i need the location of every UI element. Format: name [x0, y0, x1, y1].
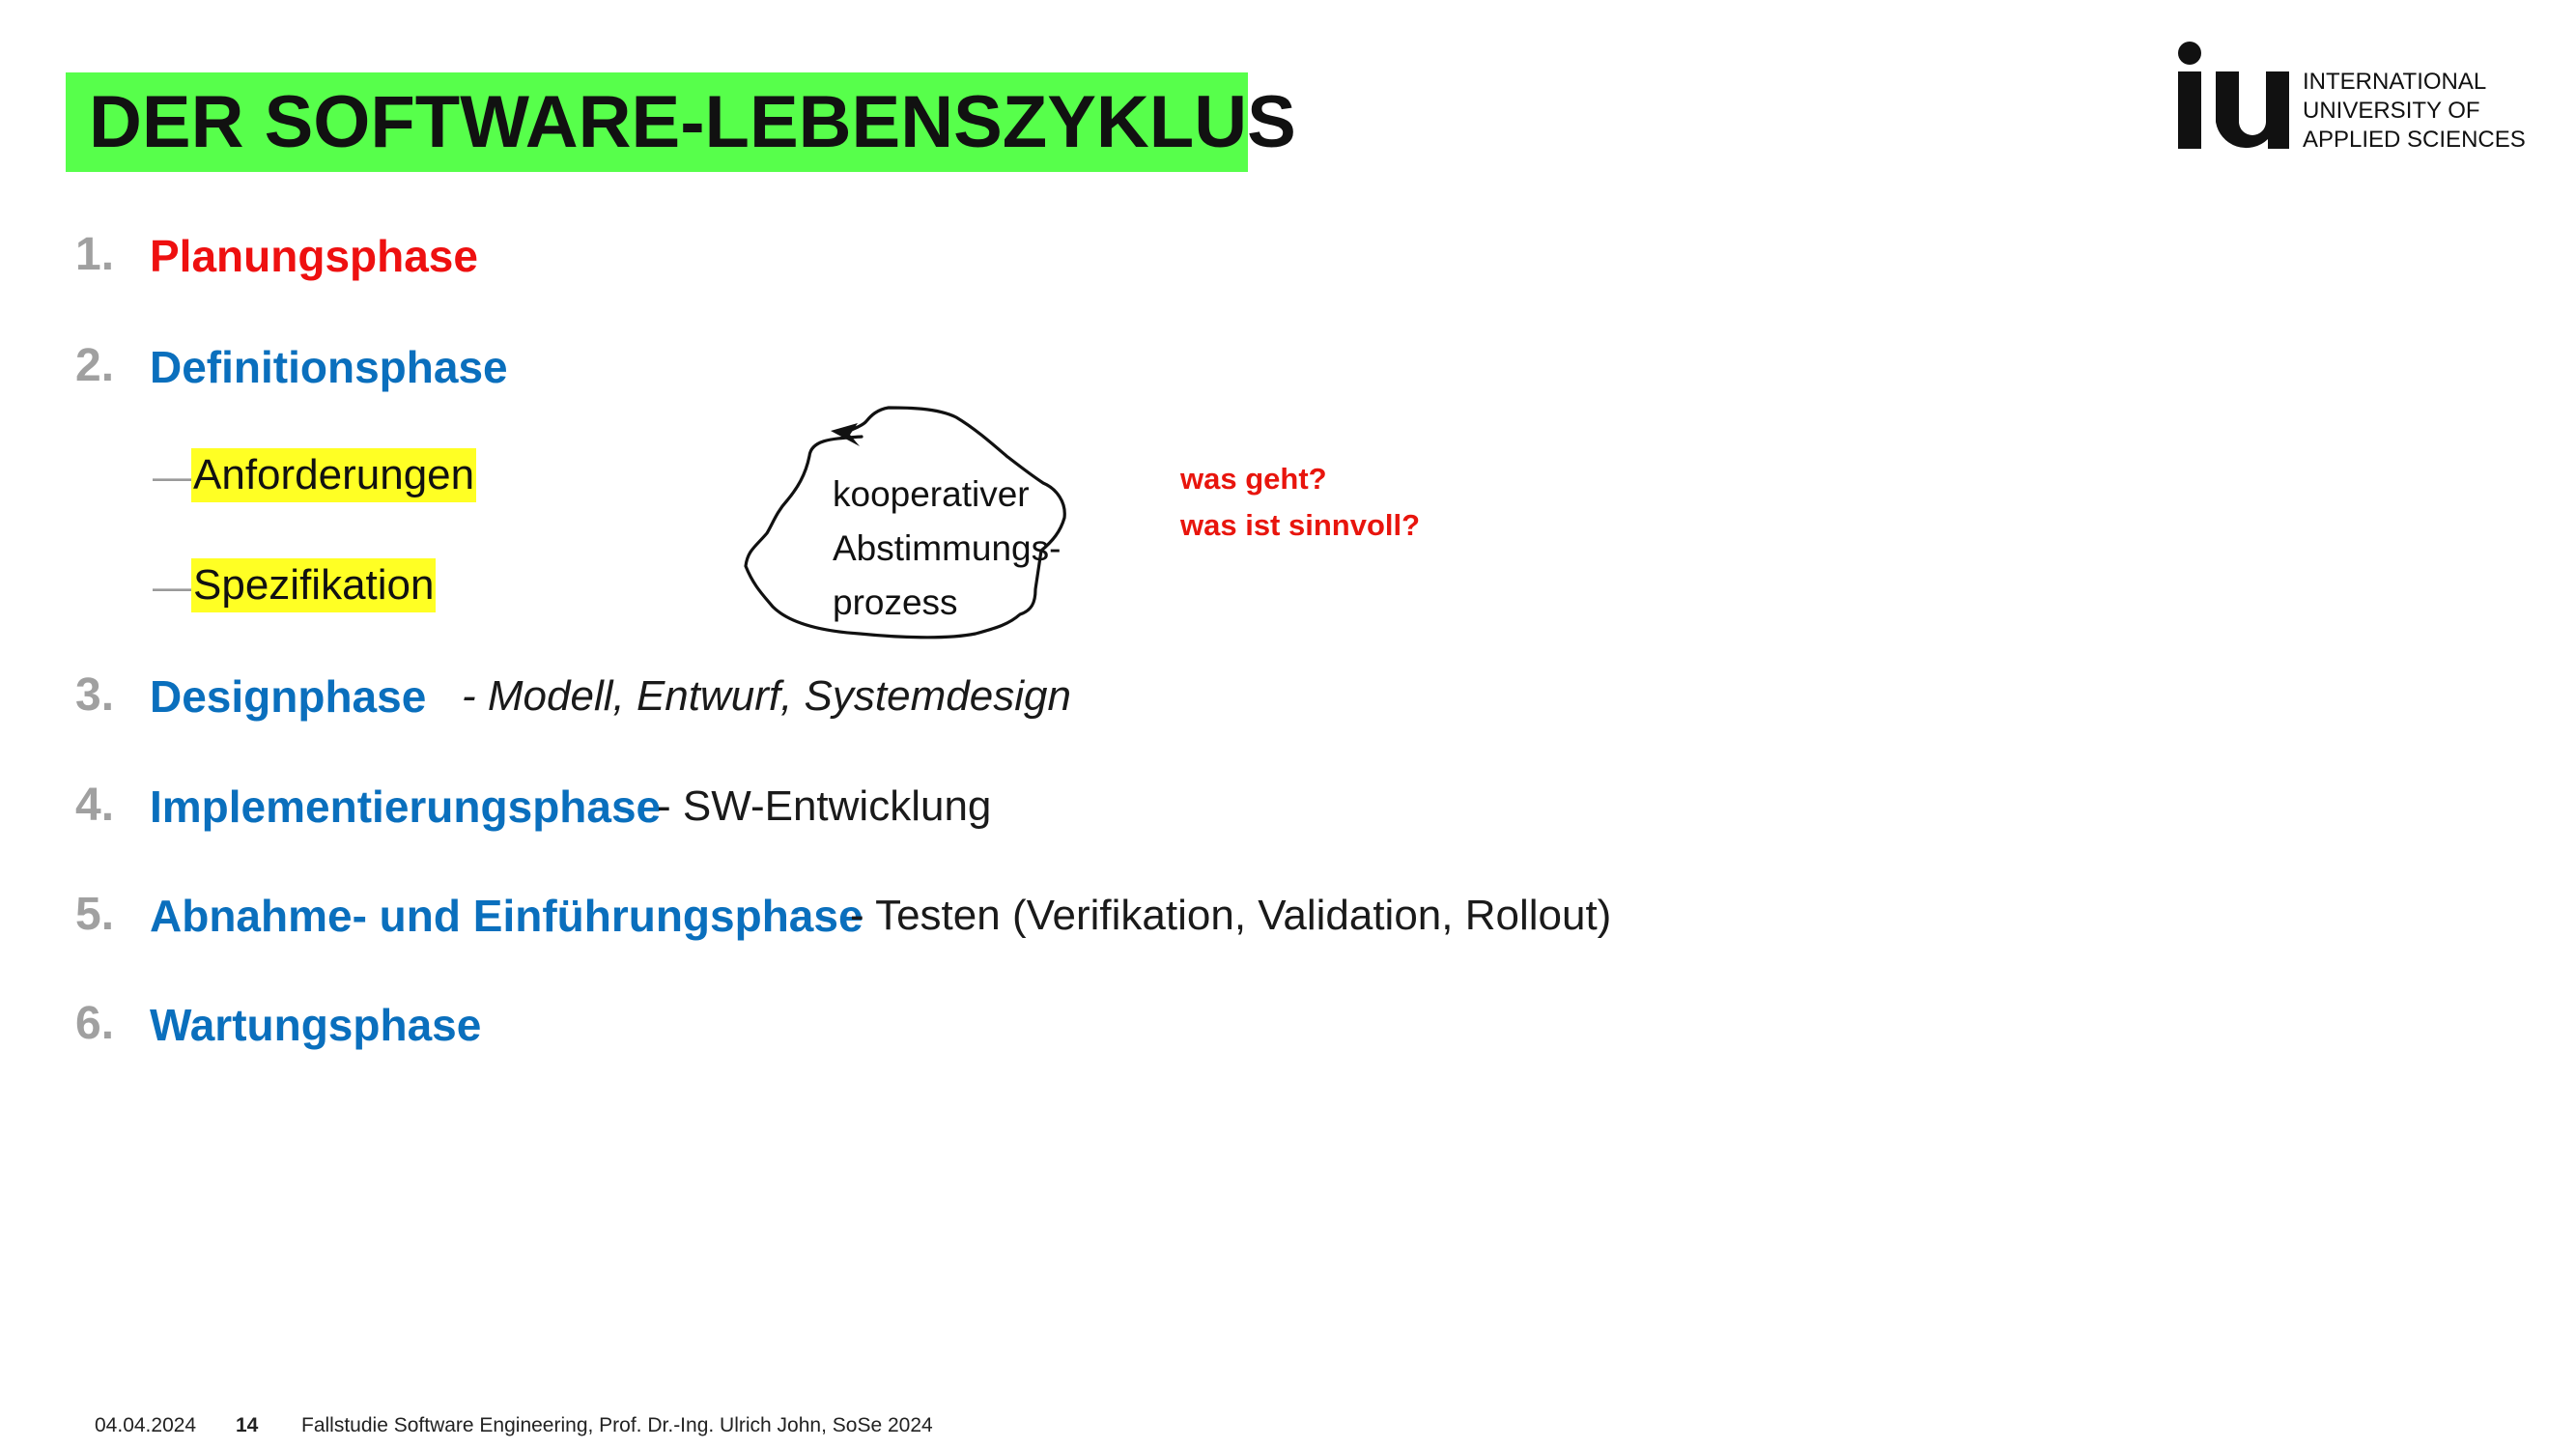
- subitem-1-dash: —: [153, 456, 191, 498]
- phase-4-description: - SW-Entwicklung: [657, 782, 992, 830]
- iu-logo: INTERNATIONAL UNIVERSITY OF APPLIED SCIE…: [2173, 37, 2526, 162]
- subitem-spezifikation: Spezifikation: [191, 558, 437, 612]
- note-was-geht: was geht?: [1180, 462, 1327, 496]
- cloud-outline: [744, 406, 1066, 639]
- footer-page-number: 14: [236, 1414, 259, 1436]
- page-title: DER SOFTWARE-LEBENSZYKLUS: [89, 81, 1296, 163]
- title-bar: DER SOFTWARE-LEBENSZYKLUS: [66, 72, 1296, 172]
- logo-line-3: APPLIED SCIENCES: [2303, 127, 2526, 153]
- phase-1-number: 1.: [75, 229, 115, 280]
- phase-3-number: 3.: [75, 669, 115, 721]
- phase-3-description: - Modell, Entwurf, Systemdesign: [462, 672, 1071, 720]
- footer-text: Fallstudie Software Engineering, Prof. D…: [301, 1414, 933, 1436]
- cloud-text: kooperativer Abstimmungs- prozess: [833, 468, 1061, 630]
- phase-6-number: 6.: [75, 998, 115, 1049]
- phase-6-label: Wartungsphase: [150, 1000, 482, 1050]
- logo-line-2: UNIVERSITY OF: [2303, 98, 2480, 124]
- phase-5-label: Abnahme- und Einführungsphase: [150, 891, 863, 941]
- footer-date: 04.04.2024: [95, 1414, 197, 1436]
- phase-4-label: Implementierungsphase: [150, 781, 662, 832]
- phase-2-label: Definitionsphase: [150, 342, 508, 392]
- cloud-line-2: Abstimmungs-: [833, 528, 1062, 568]
- logo-line-1: INTERNATIONAL: [2303, 69, 2487, 95]
- subitem-anforderungen: Anforderungen: [191, 448, 477, 502]
- logo-text: INTERNATIONAL UNIVERSITY OF APPLIED SCIE…: [2303, 68, 2526, 155]
- phase-4-number: 4.: [75, 780, 115, 831]
- phase-2-number: 2.: [75, 340, 115, 391]
- subitem-2-dash: —: [153, 566, 191, 609]
- cloud-line-3: prozess: [833, 582, 958, 622]
- phase-1-label: Planungsphase: [150, 231, 478, 281]
- phase-5-number: 5.: [75, 889, 115, 940]
- note-was-ist-sinnvoll: was ist sinnvoll?: [1180, 508, 1421, 542]
- cloud-line-1: kooperativer: [833, 474, 1030, 514]
- phase-5-description: - Testen (Verifikation, Validation, Roll…: [850, 892, 1612, 939]
- phase-3-label: Designphase: [150, 671, 427, 722]
- iu-logo-mark: [2178, 42, 2289, 149]
